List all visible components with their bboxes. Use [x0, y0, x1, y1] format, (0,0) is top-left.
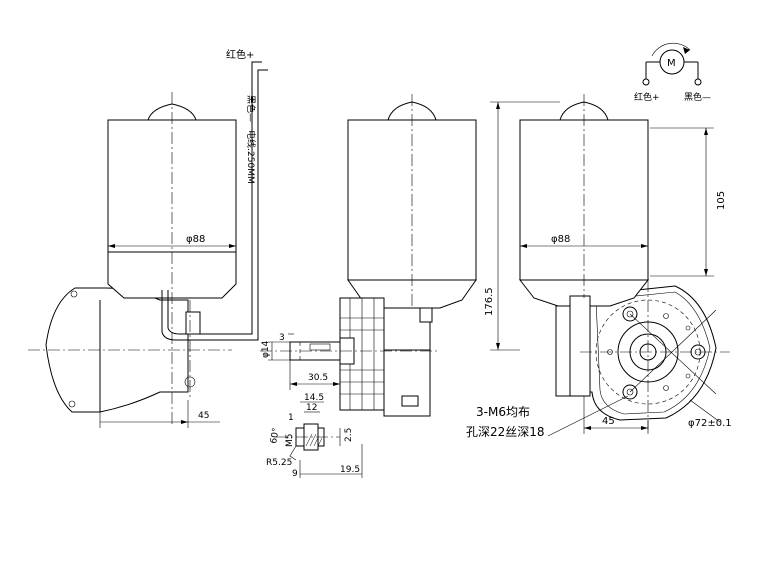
left-view: φ88 45 红色+ 黑色— 电线:250MM — [28, 48, 268, 428]
dim-45-left: 45 — [198, 411, 209, 421]
symbol-red-plus: 红色+ — [634, 91, 660, 103]
dim-19-5: 19.5 — [340, 465, 360, 475]
dim-2-5: 2.5 — [344, 428, 354, 442]
dim-3: 3 — [279, 333, 285, 343]
dim-dia-88-right: φ88 — [551, 234, 570, 245]
dim-105: 105 — [716, 191, 727, 210]
dim-dia-72: φ72±0.1 — [688, 418, 732, 429]
motor-symbol-label: M — [667, 58, 676, 69]
symbol-black-minus: 黑色— — [684, 91, 711, 103]
motor-polarity-symbol: M 红色+ 黑色— — [634, 42, 711, 103]
note-holes-line-1: 3-M6均布 — [476, 405, 530, 419]
label-red-plus: 红色+ — [226, 48, 254, 61]
dim-12: 12 — [306, 403, 317, 413]
middle-view: 30.5 φ14 3 — [260, 94, 477, 417]
shaft-detail: 14.5 12 1 60° M5 2.5 R5.25 9 19.5 — [266, 393, 363, 479]
dim-45-right: 45 — [602, 416, 615, 427]
dim-1: 1 — [288, 413, 294, 423]
dim-r5-25: R5.25 — [266, 458, 292, 468]
note-holes-line-2: 孔深22丝深18 — [466, 425, 545, 439]
dim-60deg: 60° — [269, 427, 282, 444]
dim-14-5: 14.5 — [304, 393, 324, 403]
dim-176-5: 176.5 — [484, 287, 495, 316]
dim-9: 9 — [292, 469, 298, 479]
dim-30-5: 30.5 — [308, 373, 328, 383]
label-black-minus: 黑色— — [245, 95, 257, 122]
dim-dia-88-left: φ88 — [186, 234, 205, 245]
label-cable-length: 电线:250MM — [245, 130, 257, 184]
dim-dia-14: φ14 — [261, 340, 271, 358]
dim-m5: M5 — [285, 434, 295, 448]
right-view: φ88 105 176.5 45 φ72±0.1 3-M6均布 孔深22丝深18 — [466, 94, 732, 439]
